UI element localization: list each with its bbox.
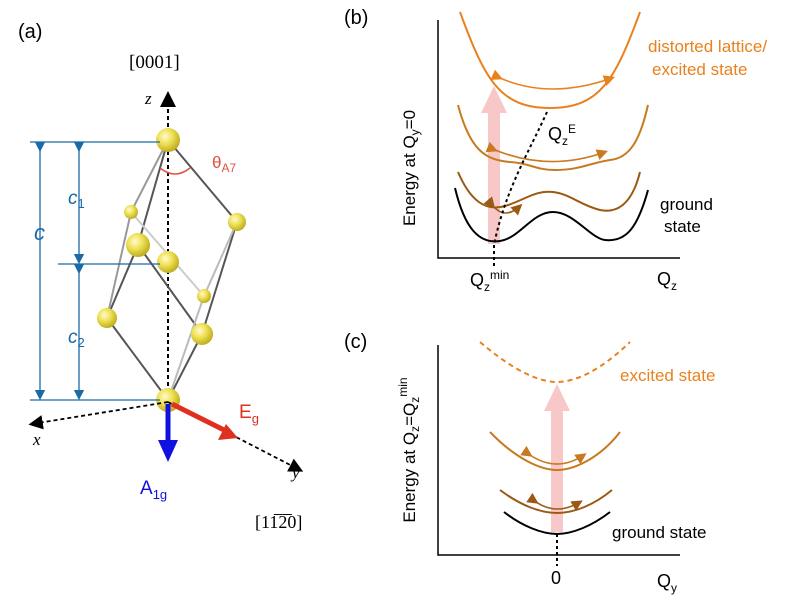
panel-b-ylabel: Energy at Qy=0 <box>400 110 422 226</box>
oscillation-arrow-c-mid <box>520 445 587 465</box>
panel-c-ylabel: Energy at Qz=Qzmin <box>396 377 422 522</box>
panel-c-xlabel: Qy <box>657 571 677 595</box>
c1-label: c1 <box>68 188 85 211</box>
axis-top-direction-label: [0001] <box>129 52 180 73</box>
panel-c-axes <box>437 345 680 556</box>
excitation-arrow-c-head <box>544 384 570 411</box>
eg-arrow-shaft <box>170 401 230 435</box>
c2-label: c2 <box>68 327 85 350</box>
qmin-label: Qzmin <box>470 268 509 294</box>
atom <box>97 308 117 328</box>
qe-trajectory <box>493 111 548 246</box>
atom <box>124 205 138 219</box>
z-axis-label: z <box>144 89 152 108</box>
atom <box>197 289 211 303</box>
x-axis <box>28 401 169 430</box>
atom <box>126 233 150 257</box>
cell-edges <box>106 139 238 401</box>
panel-b-label: (b) <box>344 7 368 29</box>
zero-tick-label: 0 <box>551 568 561 588</box>
a1g-arrow-head <box>158 440 178 462</box>
a1g-label: A1g <box>140 478 167 502</box>
panel-b-axes <box>437 20 680 259</box>
label-distorted-lattice: distorted lattice/ <box>648 37 767 56</box>
curve-c-excited <box>479 341 631 384</box>
curve-b-mid <box>457 104 649 172</box>
oscillation-arrow-b-lower <box>483 196 523 216</box>
label-ground-b-1: ground <box>660 195 713 214</box>
qe-label: QzE <box>548 122 576 148</box>
panel-b: (b) Energy at Qy=0 QzE Qzmin Qz distorte… <box>344 7 767 294</box>
curve-c-lower <box>499 489 613 515</box>
excitation-arrow-b-head <box>481 86 507 113</box>
panel-c-label: (c) <box>344 331 367 353</box>
oscillation-arrow-b-excited <box>490 69 616 90</box>
c-dimension-lines <box>30 141 160 401</box>
label-excited-state-b: excited state <box>652 60 747 79</box>
panel-b-xlabel: Qz <box>657 269 677 293</box>
oscillation-arrow-c-lower <box>526 492 583 511</box>
panel-a: (a) [0001] z <box>18 21 304 532</box>
curve-b-excited <box>459 11 641 110</box>
label-ground-b-2: state <box>664 217 701 236</box>
eg-label: Eg <box>239 402 259 426</box>
theta-arc <box>159 167 191 175</box>
theta-label: θA7 <box>212 153 236 175</box>
panel-a-label: (a) <box>18 21 42 43</box>
atoms <box>97 128 246 412</box>
curve-b-ground <box>454 187 649 243</box>
atom-center <box>157 251 179 273</box>
y-axis-direction-label: [11̅2̅0] <box>255 512 302 532</box>
x-axis-label: x <box>32 430 41 449</box>
atom <box>191 323 213 345</box>
curve-c-mid <box>489 431 621 472</box>
label-ground-state-c: ground state <box>612 523 707 542</box>
label-excited-state-c: excited state <box>620 366 715 385</box>
atom-top <box>156 128 180 152</box>
curve-b-lower <box>457 171 641 212</box>
panel-c: (c) Energy at Qz=Qzmin 0 Qy excited stat… <box>344 331 715 595</box>
eg-arrow-head <box>218 424 238 440</box>
y-axis-label: y <box>290 463 300 482</box>
oscillation-arrow-b-mid <box>485 141 609 163</box>
atom <box>228 213 246 231</box>
c-label: c <box>34 220 45 245</box>
